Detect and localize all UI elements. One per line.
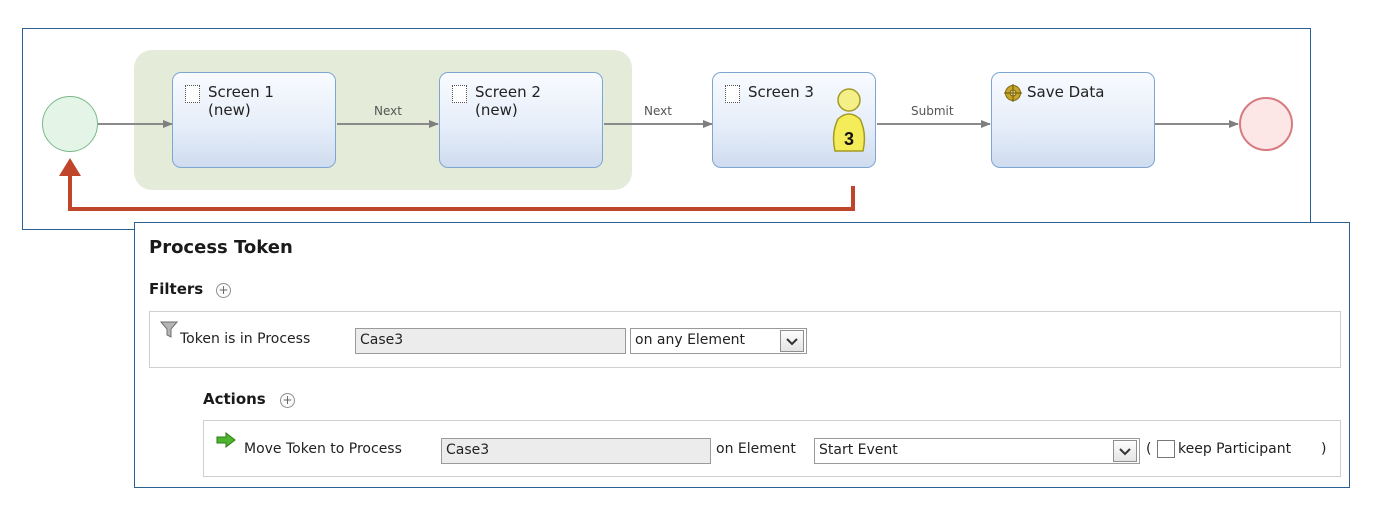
action-element-select[interactable]: Start Event [814, 438, 1140, 464]
loop-back-arrow [68, 172, 855, 211]
task-save-data[interactable]: Save Data [991, 72, 1155, 168]
open-paren: ( [1146, 441, 1152, 457]
flow-label-next-2: Next [644, 104, 672, 118]
action-element-label: on Element [716, 441, 796, 457]
keep-participant-label: keep Participant [1178, 441, 1292, 457]
add-action-button[interactable]: + [280, 393, 295, 408]
process-token-panel: Process Token Filters + Token is in Proc… [134, 222, 1350, 488]
chevron-down-icon [786, 338, 798, 346]
task-screen-1[interactable]: Screen 1 (new) [172, 72, 336, 168]
task-label: Save Data [1027, 83, 1105, 101]
dotted-screen-icon [725, 85, 740, 103]
task-label: Screen 1 (new) [208, 83, 274, 119]
filter-row: Token is in Process Case3 on any Element [149, 311, 1341, 368]
token-count: 3 [844, 129, 854, 149]
loop-back-arrowhead [59, 158, 81, 176]
action-element-value: Start Event [819, 442, 898, 458]
add-filter-button[interactable]: + [216, 283, 231, 298]
action-process-field[interactable]: Case3 [441, 438, 711, 464]
dotted-screen-icon [185, 85, 200, 103]
filter-element-value: on any Element [635, 332, 746, 348]
close-paren: ) [1321, 441, 1327, 457]
filters-heading: Filters [149, 280, 204, 298]
task-label: Screen 2 (new) [475, 83, 541, 119]
panel-title: Process Token [149, 237, 293, 258]
token-badge-icon: 3 [832, 88, 866, 152]
green-arrow-icon [216, 432, 236, 448]
funnel-icon [160, 321, 178, 338]
task-screen-2[interactable]: Screen 2 (new) [439, 72, 603, 168]
action-element-dropdown-button[interactable] [1113, 440, 1137, 462]
filter-element-dropdown-button[interactable] [780, 330, 804, 352]
action-row: Move Token to Process Case3 on Element S… [203, 420, 1341, 477]
filter-process-field[interactable]: Case3 [355, 328, 626, 354]
actions-heading: Actions [203, 390, 266, 408]
dotted-screen-icon [452, 85, 467, 103]
task-label: Screen 3 [748, 83, 814, 101]
filter-element-select[interactable]: on any Element [630, 328, 807, 354]
flow-label-submit: Submit [911, 104, 954, 118]
gear-icon [1004, 84, 1022, 102]
task-screen-3[interactable]: Screen 3 3 [712, 72, 876, 168]
action-prefix: Move Token to Process [244, 441, 402, 457]
chevron-down-icon [1119, 448, 1131, 456]
filter-prefix: Token is in Process [180, 331, 311, 347]
start-event[interactable] [42, 96, 98, 152]
keep-participant-checkbox[interactable] [1157, 440, 1175, 458]
flow-label-next-1: Next [374, 104, 402, 118]
end-event[interactable] [1239, 97, 1293, 151]
